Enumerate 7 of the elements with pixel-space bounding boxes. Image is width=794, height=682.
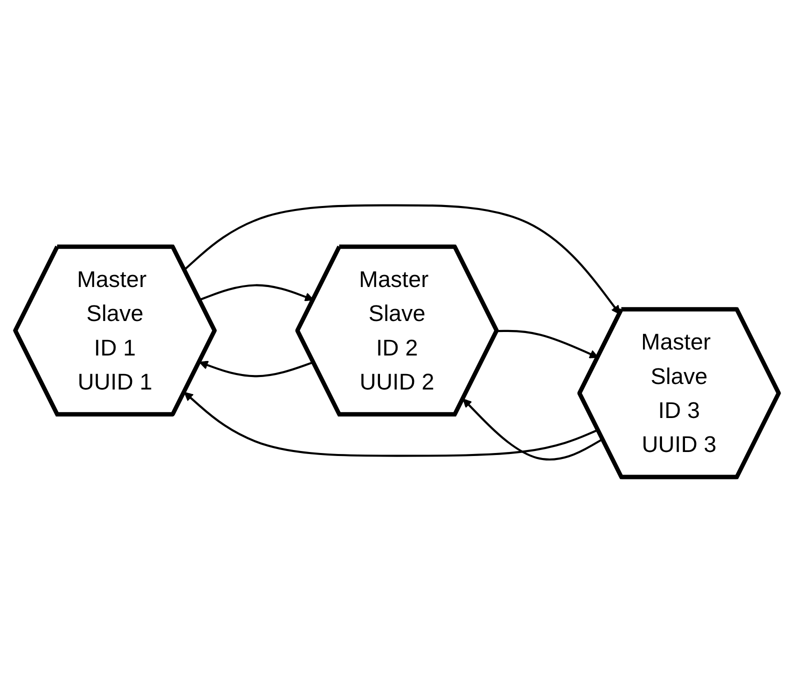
- arrow: [199, 284, 314, 302]
- arrow: [462, 398, 604, 460]
- network-diagram: Master Slave ID 1 UUID 1 Master Slave ID 2 UUID 2 Master Slave ID 3 UUID 3: [7, 196, 787, 486]
- arrow: [497, 330, 598, 358]
- arrow: [199, 360, 314, 378]
- arrow: [184, 204, 620, 314]
- arrow: [184, 392, 598, 457]
